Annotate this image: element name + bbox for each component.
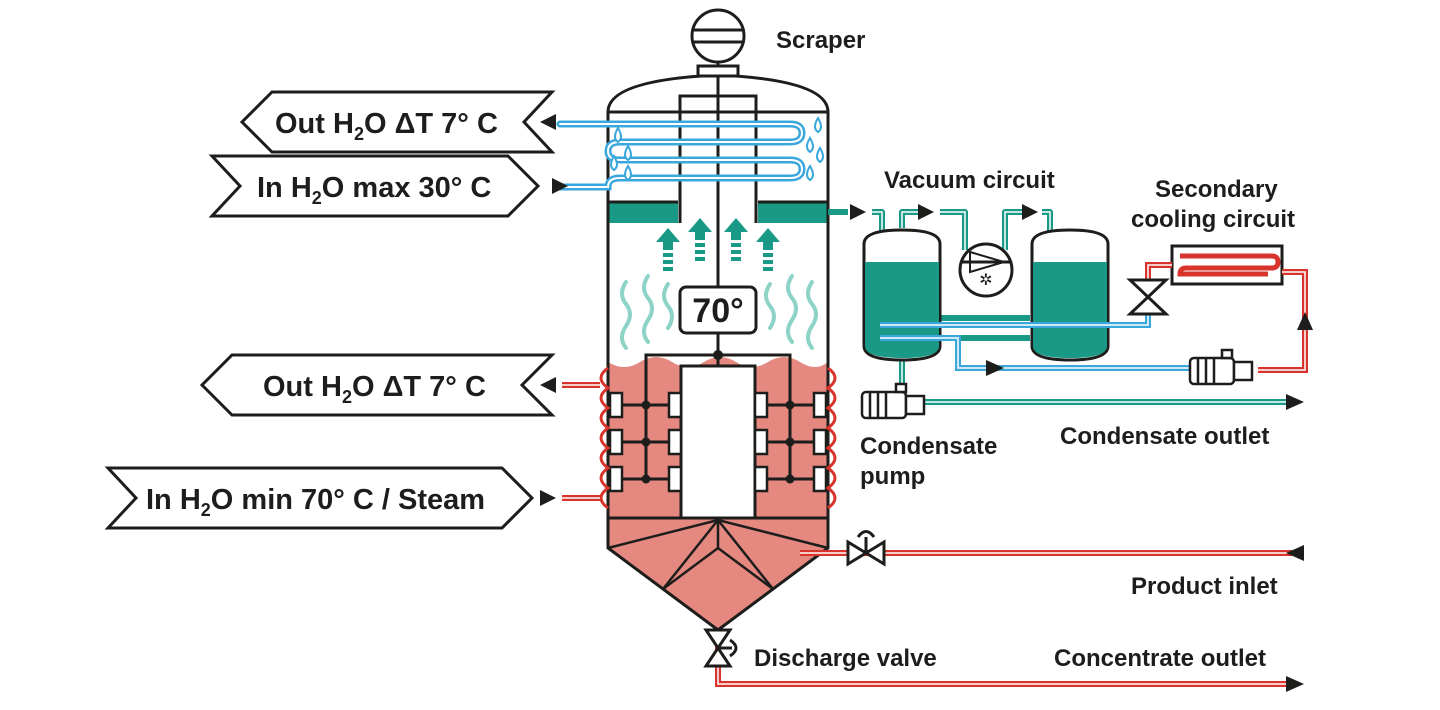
secondary-pump-icon xyxy=(1188,348,1254,386)
arrow-up-icon xyxy=(656,228,680,271)
arrow-right-icon xyxy=(918,204,934,220)
vacuum-tank-right xyxy=(1030,228,1110,362)
arrow-right-icon xyxy=(552,178,568,194)
secondary-cooling-exchanger xyxy=(1170,244,1284,286)
condensate-drops xyxy=(610,116,824,182)
arrow-up-icon xyxy=(1297,312,1313,330)
concentrate-outlet-label: Concentrate outlet xyxy=(1054,645,1266,672)
svg-text:✲: ✲ xyxy=(979,270,992,289)
svg-text:Out H2O ΔT 7° C: Out H2O ΔT 7° C xyxy=(263,371,486,407)
arrow-right-icon xyxy=(540,490,556,506)
condenser-floor-right xyxy=(758,203,828,223)
arrow-right-icon xyxy=(850,204,866,220)
vacuum-pump-icon: ✲ xyxy=(958,242,1014,298)
svg-text:Out H2O ΔT 7° C: Out H2O ΔT 7° C xyxy=(275,108,498,144)
product-inlet-valve-icon xyxy=(846,530,886,567)
condenser-floor-left xyxy=(608,203,678,223)
arrow-up-icon xyxy=(688,218,712,261)
svg-text:In H2O min 70° C / Steam: In H2O min 70° C / Steam xyxy=(146,484,485,520)
product-inlet-label: Product inlet xyxy=(1131,573,1278,600)
condensate-pump-label-line1: Condensate xyxy=(860,433,997,460)
arrow-right-icon xyxy=(986,360,1004,376)
scraper-label: Scraper xyxy=(776,27,865,54)
arrow-right-icon xyxy=(1286,676,1304,692)
arrow-left-icon xyxy=(1286,545,1304,561)
steam-wisps xyxy=(620,274,818,350)
vacuum-circuit-label: Vacuum circuit xyxy=(884,167,1055,194)
frame-joints xyxy=(641,400,795,484)
cone-diamond xyxy=(662,519,774,590)
discharge-valve-label: Discharge valve xyxy=(754,645,937,672)
secondary-cooling-label-line2: cooling circuit xyxy=(1131,206,1295,233)
tag-out-water-top: Out H2O ΔT 7° C xyxy=(239,90,556,154)
tag-in-water-top: In H2O max 30° C xyxy=(208,154,541,218)
condensate-outlet-label: Condensate outlet xyxy=(1060,423,1269,450)
scraper-blades xyxy=(608,391,828,493)
svg-text:In H2O max 30° C: In H2O max 30° C xyxy=(257,172,491,208)
arrow-left-icon xyxy=(540,114,556,130)
discharge-valve-icon xyxy=(703,628,738,668)
scraper-coupling xyxy=(696,64,740,78)
heating-core xyxy=(679,364,757,520)
condensate-pump-label-line2: pump xyxy=(860,463,925,490)
scraper-motor-icon xyxy=(690,8,746,64)
secondary-valve-icon xyxy=(1126,278,1170,316)
arrow-up-icon xyxy=(756,228,780,271)
temperature-display: 70° xyxy=(678,285,758,335)
tag-flow-arrows xyxy=(540,114,568,506)
heating-jacket xyxy=(599,366,837,510)
secondary-cooling-label-line1: Secondary xyxy=(1155,176,1278,203)
tag-out-water-bottom: Out H2O ΔT 7° C xyxy=(199,353,556,417)
jacket-connections xyxy=(562,382,600,501)
condensate-pump-icon xyxy=(860,382,926,420)
vapor-up-arrows xyxy=(656,218,780,271)
arrow-right-icon xyxy=(1286,394,1304,410)
tag-in-water-bottom: In H2O min 70° C / Steam xyxy=(104,466,535,530)
arrow-right-icon xyxy=(1022,204,1038,220)
arrow-left-icon xyxy=(540,377,556,393)
arrow-up-icon xyxy=(724,218,748,261)
temperature-label: 70° xyxy=(692,292,743,330)
vacuum-arrows xyxy=(850,204,1304,410)
